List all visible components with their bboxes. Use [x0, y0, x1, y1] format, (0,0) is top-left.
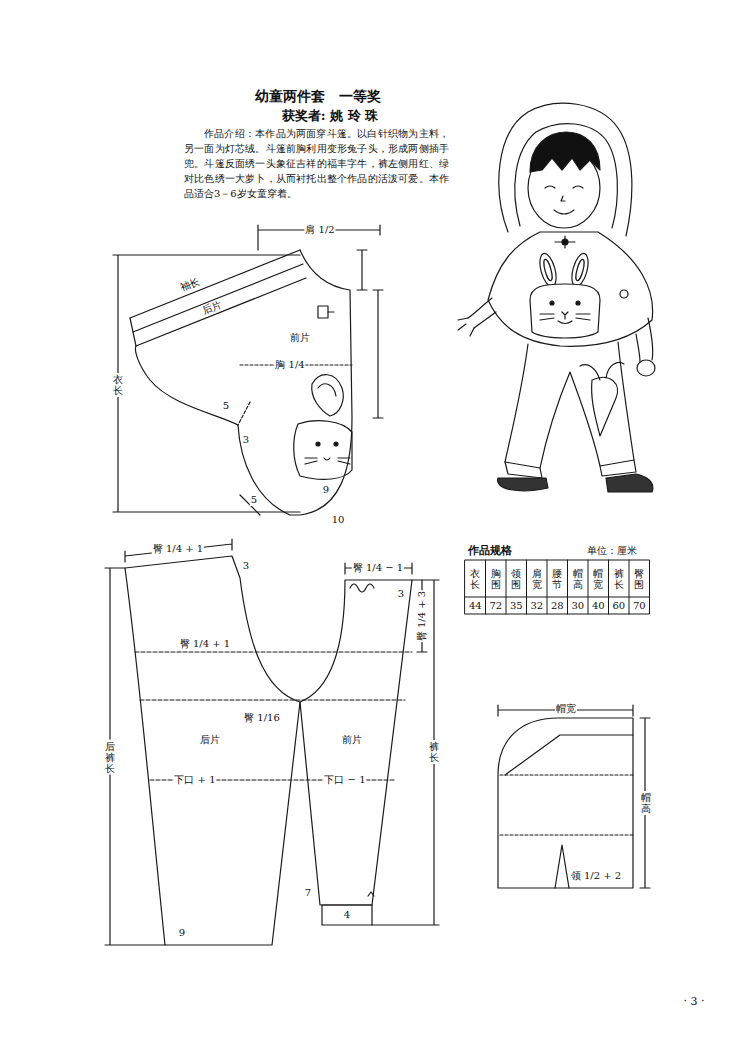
cape-pattern [113, 225, 383, 515]
table-cell: 28 [550, 600, 565, 612]
table-header: 帽宽 [593, 567, 603, 591]
table-header: 腰节 [552, 567, 562, 591]
page-number: · 3 · [683, 995, 706, 1008]
table-cell: 60 [611, 600, 626, 612]
piece-name: 前片 [289, 332, 311, 344]
dimension-number: 3 [242, 434, 250, 446]
hood-pattern [498, 705, 650, 888]
author-line: 获奖者: 姚 玲 珠 [281, 108, 379, 124]
dimension-label: 下口 − 1 [323, 774, 366, 786]
dimension-label: 胸 1/4 [274, 359, 305, 371]
table-header: 帽高 [573, 567, 583, 591]
piece-name: 后片 [199, 734, 221, 746]
dimension-number: 9 [322, 484, 330, 496]
dimension-label: 臀 1/16 [243, 712, 281, 724]
dimension-label: 帽宽 [555, 703, 577, 715]
dimension-label: 后裤长 [105, 740, 115, 775]
child-illustration [458, 103, 655, 492]
intro-text: 作品介绍：本作品为两面穿斗篷。以白针织物为主料，另一面为灯芯绒。斗篷前胸利用变形… [183, 126, 450, 201]
dimension-number: 5 [222, 400, 230, 412]
dimension-number: 9 [178, 927, 186, 939]
table-cell: 40 [591, 600, 606, 612]
table-header: 衣长 [470, 567, 480, 591]
dimension-label: 衣长 [113, 373, 123, 397]
dimension-label: 袖长 [178, 275, 203, 294]
table-header: 领围 [511, 567, 521, 591]
dimension-label: 裤长 [429, 740, 439, 764]
table-cell: 72 [488, 600, 503, 612]
dimension-number: 3 [242, 560, 250, 572]
table-cell: 44 [468, 600, 483, 612]
table-cell: 30 [570, 600, 585, 612]
dimension-label: 臀 1/4 − 1 [352, 562, 404, 574]
trousers-pattern [105, 539, 439, 945]
dimension-label: 领 1/2 + 2 [570, 870, 622, 882]
table-cell: 32 [529, 600, 544, 612]
table-cell: 70 [632, 600, 647, 612]
table-header: 胸围 [491, 567, 501, 591]
dimension-number: 5 [250, 494, 258, 506]
table-cell: 35 [509, 600, 524, 612]
dimension-number: 4 [343, 909, 351, 921]
table-header: 裤长 [614, 567, 624, 591]
dimension-label: 帽高 [641, 791, 651, 815]
page-title: 幼童两件套 一等奖 [254, 88, 382, 105]
piece-name: 后片 [200, 298, 225, 317]
dimension-number: 7 [304, 887, 312, 899]
table-header: 臀围 [634, 567, 644, 591]
spec-table [465, 560, 650, 614]
dimension-label: 臀 1/4 + 1 [152, 543, 204, 555]
dimension-number: 3 [397, 588, 405, 600]
table-unit: 单位：厘米 [586, 545, 638, 557]
dimension-label: 肩 1/2 [304, 224, 335, 236]
dimension-label: 臀 1/4 + 1 [179, 638, 231, 650]
dimension-label: 下口 + 1 [173, 774, 216, 786]
table-title: 作品规格 [467, 544, 513, 557]
table-header: 肩宽 [532, 567, 542, 591]
piece-name: 前片 [341, 734, 363, 746]
dimension-label: 臀 1/4 + 3 [416, 590, 428, 642]
dimension-number: 10 [331, 514, 346, 526]
